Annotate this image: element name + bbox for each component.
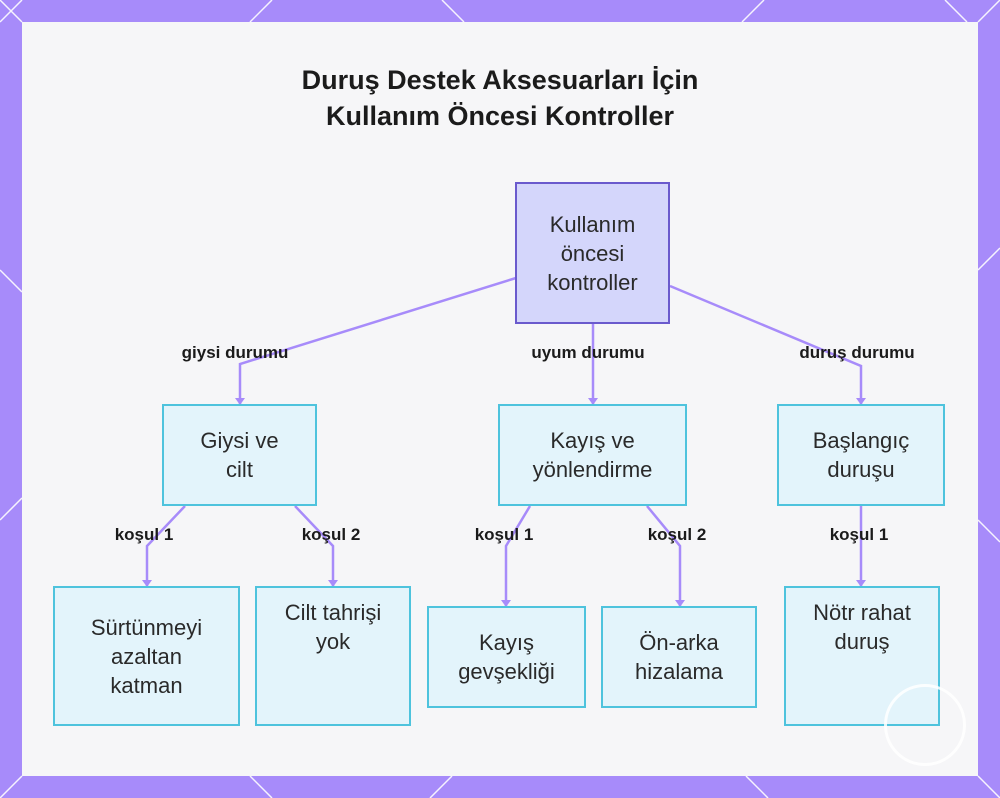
node-line: Ön-arka bbox=[639, 630, 719, 655]
node-kayis-gevsekligi: Kayış gevşekliği bbox=[427, 606, 586, 708]
arrowhead bbox=[328, 580, 338, 587]
arrowhead bbox=[675, 600, 685, 607]
connector-root-to-baslangic bbox=[669, 284, 863, 404]
node-line: azaltan bbox=[111, 643, 182, 669]
arrowhead bbox=[856, 398, 866, 405]
node-line: yönlendirme bbox=[532, 457, 653, 482]
node-line: Sürtünmeyi bbox=[90, 614, 203, 640]
edge-label-giysi-durumu: giysi durumu bbox=[181, 343, 289, 362]
arrowhead bbox=[142, 580, 152, 587]
arrowhead bbox=[588, 398, 598, 405]
edge-label-kosul-1: koşul 1 bbox=[829, 525, 889, 544]
node-giysi-ve-cilt: Giysi ve cilt bbox=[162, 404, 317, 506]
diagram-title: Duruş Destek Aksesuarları İçin Kullanım … bbox=[0, 62, 1000, 134]
title-line-1: Duruş Destek Aksesuarları İçin bbox=[301, 65, 699, 95]
root-node: Kullanım öncesi kontroller bbox=[515, 182, 670, 324]
connector-giysi-to-cilt bbox=[294, 505, 335, 586]
edge-label-uyum-durumu: uyum durumu bbox=[531, 343, 645, 362]
node-baslangic-durusu: Başlangıç duruşu bbox=[777, 404, 945, 506]
node-line: katman bbox=[110, 672, 183, 698]
edge-label-durus-durumu: duruş durumu bbox=[799, 343, 915, 362]
edge-label-kosul-2: koşul 2 bbox=[647, 525, 707, 544]
node-surtunmeyi-azaltan-katman: Sürtünmeyi azaltan katman bbox=[53, 586, 240, 726]
node-on-arka-hizalama: Ön-arka hizalama bbox=[601, 606, 757, 708]
edge-label-kosul-1: koşul 1 bbox=[474, 525, 534, 544]
root-node-line: kontroller bbox=[547, 269, 638, 295]
connector-root-to-giysi bbox=[238, 276, 517, 404]
node-line: duruş bbox=[834, 629, 890, 654]
connector-kayis-to-hizalama bbox=[646, 505, 682, 606]
node-cilt-tahrisi-yok: Cilt tahrişi yok bbox=[255, 586, 411, 726]
node-line: Nötr rahat bbox=[813, 600, 911, 625]
arrowhead bbox=[501, 600, 511, 607]
watermark-logo-circle bbox=[884, 684, 966, 766]
arrowhead bbox=[856, 580, 866, 587]
node-line: Kayış ve bbox=[550, 428, 635, 453]
node-line: Başlangıç bbox=[812, 428, 910, 453]
node-line: Cilt tahrişi bbox=[284, 600, 382, 625]
root-node-line: öncesi bbox=[560, 240, 625, 266]
node-line: Kayış bbox=[478, 630, 534, 655]
node-line: hizalama bbox=[634, 659, 724, 684]
node-line: Giysi ve bbox=[200, 428, 279, 453]
node-line: gevşekliği bbox=[458, 659, 555, 684]
connector-giysi-to-surtunmeyi bbox=[145, 505, 186, 586]
edge-label-kosul-1: koşul 1 bbox=[114, 525, 174, 544]
title-line-2: Kullanım Öncesi Kontroller bbox=[325, 101, 675, 131]
connector-kayis-to-gevsekligi bbox=[504, 505, 532, 606]
node-line: duruşu bbox=[827, 457, 895, 482]
node-kayis-ve-yonlendirme: Kayış ve yönlendirme bbox=[498, 404, 687, 506]
node-line: cilt bbox=[226, 457, 253, 482]
node-line: yok bbox=[315, 629, 351, 654]
arrowhead bbox=[235, 398, 245, 405]
root-node-line: Kullanım bbox=[549, 211, 636, 237]
edge-label-kosul-2: koşul 2 bbox=[301, 525, 361, 544]
